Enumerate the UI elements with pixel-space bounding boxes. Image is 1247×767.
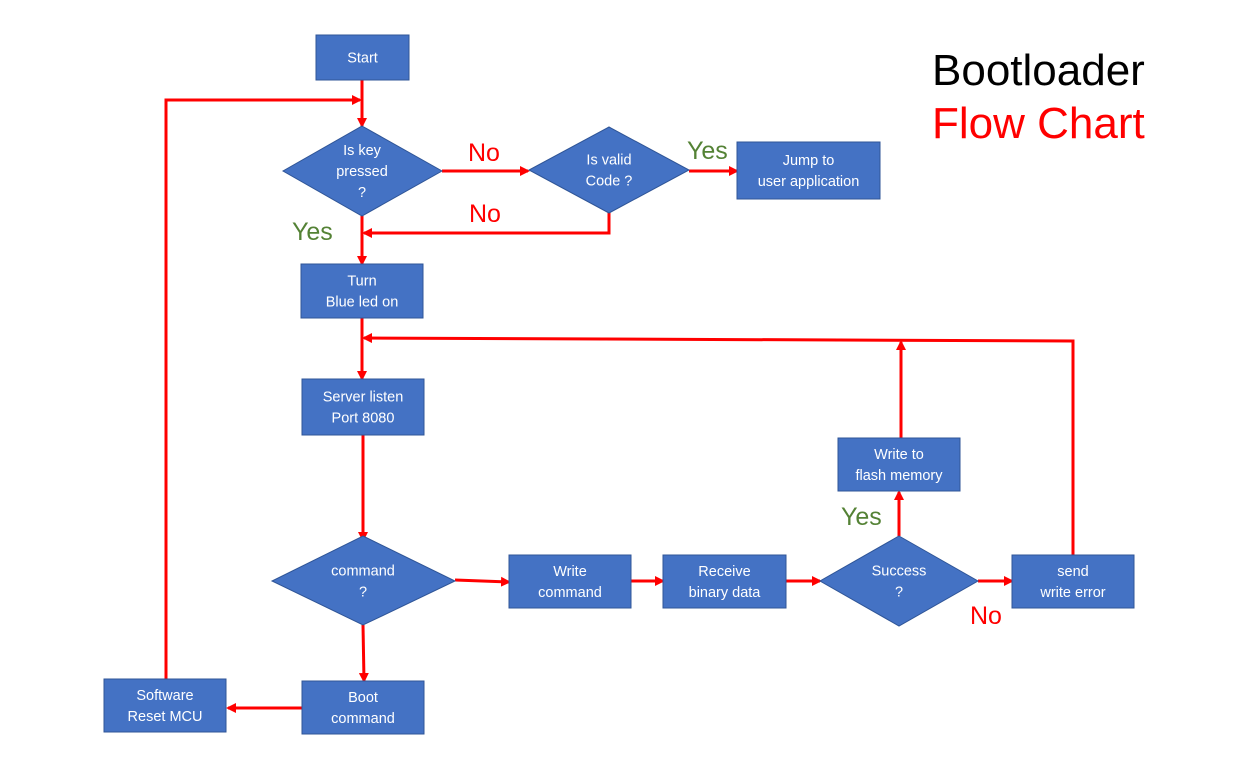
edge-valid-no-to-key-yes: [362, 212, 611, 238]
title-line-1: Bootloader: [932, 46, 1145, 95]
edge-label-key-no: No: [468, 139, 500, 167]
title-line-2: Flow Chart: [932, 99, 1145, 148]
edge-command-to-write-command: [454, 576, 511, 587]
command-decision-label: command?: [331, 564, 395, 601]
edge-label-valid-no: No: [469, 200, 501, 228]
edge-label-success-no: No: [970, 602, 1002, 630]
edge-label-valid-yes: Yes: [687, 137, 728, 165]
start-node-label: Start: [347, 51, 378, 67]
edge-command-to-boot: [358, 624, 369, 683]
command-decision: command?: [270, 535, 457, 626]
success-decision-label: Success?: [872, 564, 927, 601]
start-node: Start: [315, 34, 410, 81]
success-decision: Success?: [818, 535, 980, 627]
edge-reset-loop-to-start: [164, 95, 362, 679]
edge-error-loop-back: [362, 333, 1075, 555]
edge-label-key-yes: Yes: [292, 218, 333, 246]
edge-label-success-yes: Yes: [841, 503, 882, 531]
connectors: [164, 80, 1075, 713]
